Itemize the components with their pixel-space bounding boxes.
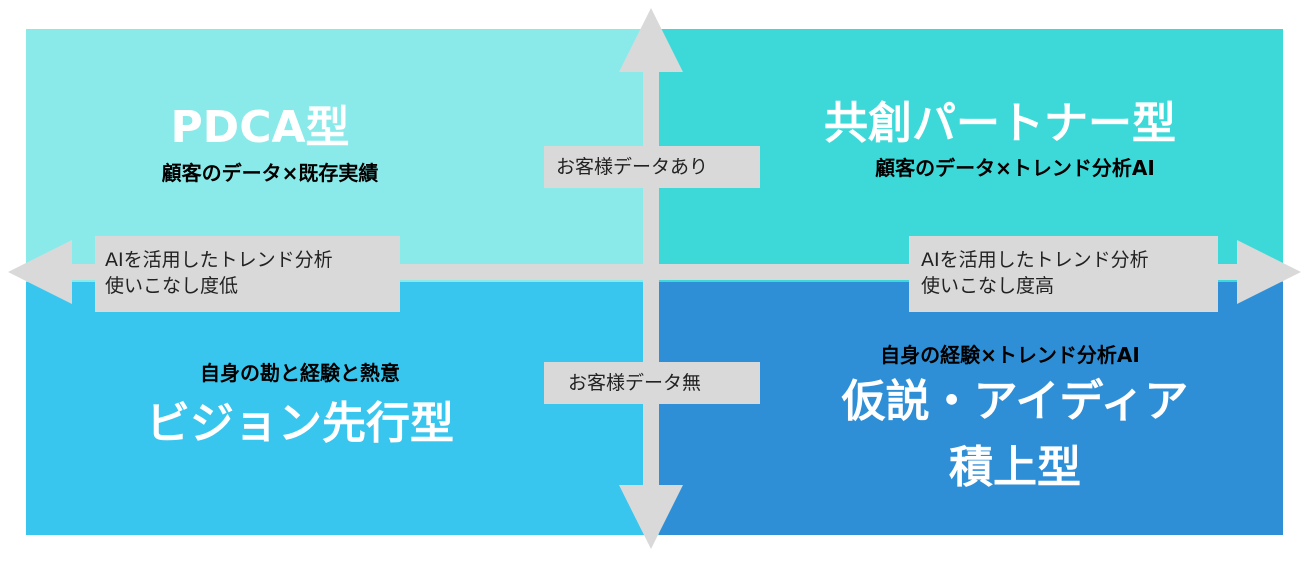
quadrant-bottom-right-title-line2: 積上型 — [949, 442, 1081, 493]
quadrant-bottom-right — [659, 282, 1283, 535]
axis-label-right-line1: AIを活用したトレンド分析 — [921, 249, 1149, 271]
axis-label-right: AIを活用したトレンド分析 使いこなし度高 — [909, 236, 1218, 312]
quadrant-bottom-left-title: ビジョン先行型 — [146, 398, 454, 449]
axis-label-left: AIを活用したトレンド分析 使いこなし度低 — [95, 236, 400, 312]
axis-label-top: お客様データあり — [544, 146, 760, 188]
quadrant-top-left-subtitle: 顧客のデータ×既存実績 — [161, 161, 379, 185]
quadrant-bottom-left — [26, 282, 659, 535]
vertical-axis-arrow — [619, 8, 683, 549]
quadrant-top-right-title: 共創パートナー型 — [824, 98, 1176, 149]
axis-label-left-line1: AIを活用したトレンド分析 — [105, 249, 333, 271]
axis-label-bottom: お客様データ無 — [544, 362, 760, 404]
quadrant-top-right-subtitle: 顧客のデータ×トレンド分析AI — [875, 156, 1155, 180]
quadrant-bottom-left-subtitle: 自身の勘と経験と熱意 — [200, 361, 400, 385]
axis-label-left-line2: 使いこなし度低 — [105, 275, 239, 297]
axis-label-right-line2: 使いこなし度高 — [921, 275, 1055, 297]
quadrant-bottom-right-title-line1: 仮説・アイディア — [841, 376, 1189, 427]
quadrant-bottom-right-subtitle: 自身の経験×トレンド分析AI — [880, 343, 1140, 367]
quadrant-top-left-title: PDCA型 — [170, 102, 350, 153]
